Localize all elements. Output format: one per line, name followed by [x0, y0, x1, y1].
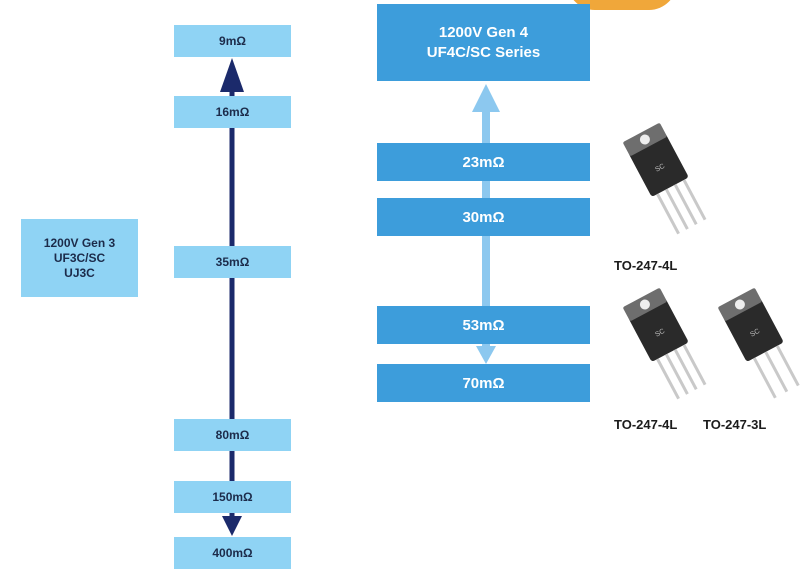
gen3-resistance-label: 400mΩ [212, 546, 253, 560]
gen3-resistance-label: 16mΩ [215, 105, 250, 119]
gen4-title-line-2: UF4C/SC Series [426, 43, 541, 61]
svg-text:SC: SC [654, 328, 666, 339]
gen4-resistance-30m: 30mΩ [377, 198, 590, 236]
gen3-resistance-400m: 400mΩ [174, 537, 291, 569]
package-label-top: TO-247-4L [614, 258, 678, 273]
package-to247-4l-bottom: SC [623, 288, 707, 400]
gen4-resistance-label: 30mΩ [462, 208, 505, 226]
gen4-arrow-head-up [472, 84, 500, 112]
gen3-resistance-label: 9mΩ [219, 34, 246, 48]
gen3-resistance-label: 35mΩ [215, 255, 250, 269]
gen4-resistance-23m: 23mΩ [377, 143, 590, 181]
gen3-resistance-80m: 80mΩ [174, 419, 291, 451]
gen3-resistance-9m: 9mΩ [174, 25, 291, 57]
gen4-resistance-70m: 70mΩ [377, 364, 590, 402]
gen3-label-line-1: 1200V Gen 3 [43, 235, 116, 250]
svg-text:SC: SC [749, 328, 761, 339]
gen3-label-line-2: UF3C/SC [53, 250, 106, 265]
new-badge [567, 0, 677, 10]
package-to247-3l-bottom: SC [718, 288, 800, 399]
gen3-arrow-head-up [220, 58, 244, 92]
gen3-resistance-150m: 150mΩ [174, 481, 291, 513]
gen3-resistance-label: 80mΩ [215, 428, 250, 442]
gen3-resistance-35m: 35mΩ [174, 246, 291, 278]
svg-text:SC: SC [654, 163, 666, 174]
gen3-label-line-3: UJ3C [64, 265, 95, 280]
gen3-resistance-label: 150mΩ [212, 490, 253, 504]
gen4-resistance-label: 23mΩ [462, 153, 505, 171]
gen4-arrow-head-down [476, 346, 496, 364]
gen4-resistance-label: 53mΩ [462, 316, 505, 334]
gen3-label-box: 1200V Gen 3 UF3C/SC UJ3C [21, 219, 138, 297]
package-label-bottom-left: TO-247-4L [614, 417, 678, 432]
gen4-title-box: 1200V Gen 4 UF4C/SC Series [377, 4, 590, 81]
gen4-resistance-53m: 53mΩ [377, 306, 590, 344]
package-to247-4l-top: SC [623, 123, 707, 235]
gen3-arrow-head-down [222, 516, 242, 536]
gen3-resistance-16m: 16mΩ [174, 96, 291, 128]
gen4-title-line-1: 1200V Gen 4 [438, 23, 529, 41]
gen4-resistance-label: 70mΩ [462, 374, 505, 392]
package-label-bottom-right: TO-247-3L [703, 417, 767, 432]
